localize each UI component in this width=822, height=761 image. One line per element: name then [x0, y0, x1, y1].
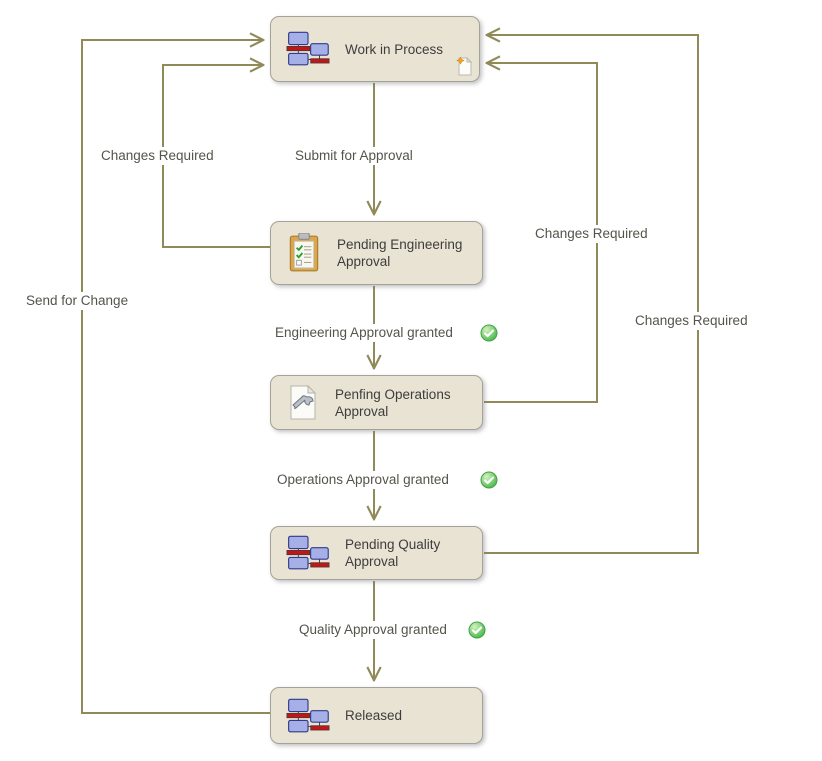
state-node-pending-quality-approval[interactable]: Pending Quality Approval — [270, 526, 483, 580]
state-label: Pending Quality Approval — [345, 537, 441, 569]
lifecycle-icon — [286, 31, 330, 66]
clipboard-checklist-icon — [289, 233, 319, 272]
lifecycle-icon — [286, 535, 330, 570]
state-label: Penfing Operations Approval — [335, 386, 451, 419]
lifecycle-icon — [286, 698, 330, 732]
transition-label-operations-approval-granted: Operations Approval granted — [275, 471, 451, 489]
connector-changes-required-quality — [484, 35, 699, 554]
state-node-pending-operations-approval[interactable]: Penfing Operations Approval — [270, 375, 483, 430]
state-label: Work in Process — [345, 41, 444, 57]
new-document-icon — [456, 56, 473, 76]
transition-label-send-for-change: Send for Change — [24, 292, 131, 310]
state-node-work-in-process[interactable]: Work in Process — [270, 16, 480, 82]
green-check-icon — [480, 471, 498, 489]
connector-send-for-change — [81, 40, 270, 714]
transition-label-changes-required-operations: Changes Required — [533, 225, 650, 243]
document-wrench-icon — [290, 384, 317, 419]
state-node-released[interactable]: Released — [270, 687, 483, 744]
transition-label-changes-required-engineering: Changes Required — [99, 147, 216, 165]
state-label: Released — [345, 708, 403, 723]
transition-label-submit-for-approval: Submit for Approval — [293, 147, 415, 165]
transition-label-quality-approval-granted: Quality Approval granted — [297, 621, 449, 639]
state-label: Pending Engineering Approval — [337, 237, 463, 269]
transition-label-changes-required-quality: Changes Required — [633, 312, 750, 330]
transition-label-engineering-approval-granted: Engineering Approval granted — [273, 324, 455, 342]
state-node-pending-engineering-approval[interactable]: Pending Engineering Approval — [270, 221, 483, 285]
green-check-icon — [480, 324, 498, 342]
green-check-icon — [468, 621, 486, 639]
